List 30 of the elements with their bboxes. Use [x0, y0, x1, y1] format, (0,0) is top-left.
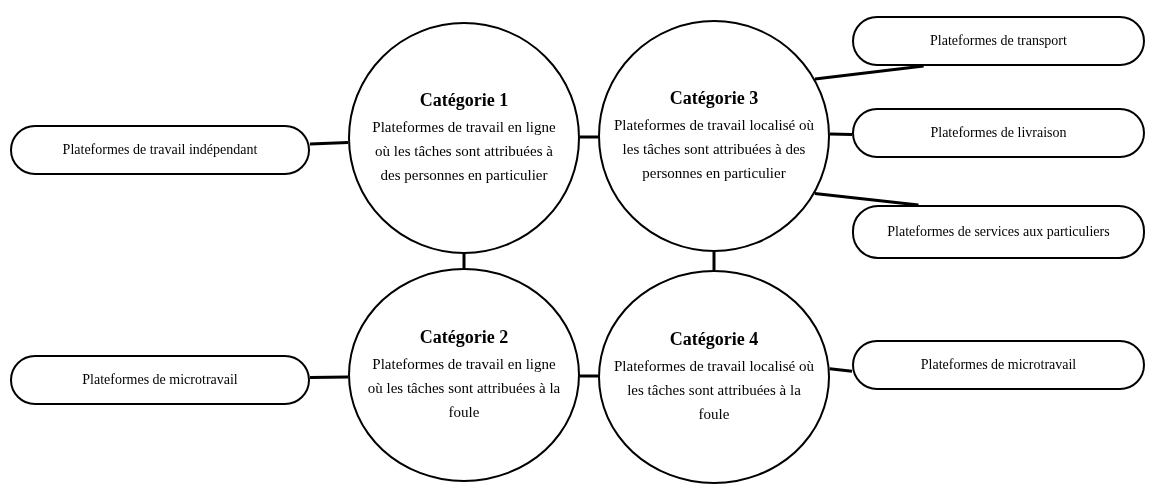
connector-line [829, 132, 853, 137]
platform-box [852, 205, 1145, 259]
platform-label: Plateformes de microtravail [82, 372, 238, 388]
platform-box [852, 16, 1145, 66]
platform-box [852, 340, 1145, 390]
platform-box [852, 108, 1145, 158]
connector-line [462, 254, 466, 268]
platform-label: Plateformes de microtravail [920, 357, 1077, 373]
connector-line [829, 367, 853, 373]
connector-line [580, 135, 598, 139]
connector-line [580, 374, 598, 378]
platform-label: Plateformes de services aux particuliers [887, 224, 1110, 240]
category-description: Plateformes de travail localisé où les tâches sont attribuées à la foule [614, 356, 814, 424]
connector-line [814, 192, 919, 207]
category-title: Catégorie 4 [669, 328, 759, 350]
category-description: Plateformes de travail en ligne où les tâches sont attribuées à la foule [366, 354, 562, 422]
category-title: Catégorie 1 [419, 89, 509, 111]
category-title: Catégorie 3 [669, 87, 759, 109]
platform-box [10, 355, 310, 405]
platform-box [10, 125, 310, 175]
platform-label: Plateformes de transport [930, 33, 1067, 49]
platform-label: Plateformes de livraison [930, 125, 1067, 141]
connector-line [309, 141, 349, 146]
platform-label: Plateformes de travail indépendant [62, 142, 258, 158]
category-title: Catégorie 2 [419, 326, 509, 348]
connector-line [712, 252, 716, 270]
category-description: Plateformes de travail localisé où les tâches sont attribuées à des personnes en particulier [614, 115, 814, 183]
category-description: Plateformes de travail en ligne où les tâches sont attribuées à des personnes en particulier [371, 117, 557, 185]
connector-line [814, 64, 924, 81]
connector-line [309, 375, 349, 380]
